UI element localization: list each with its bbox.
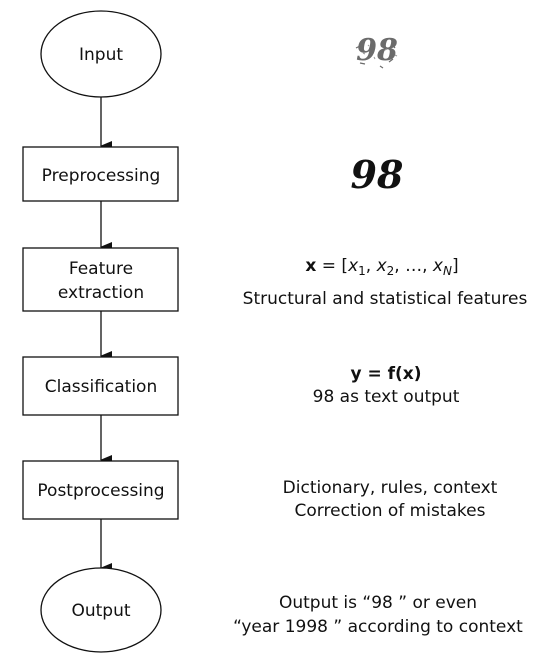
preprocessing-label: Preprocessing: [42, 166, 161, 186]
feature-vector-formula: x = [x1, x2, …, xN]: [305, 256, 458, 278]
classification-formula: y = f(x): [350, 364, 421, 384]
feature-extraction-node: Feature extraction: [22, 247, 179, 312]
feature-extraction-label-line1: Feature: [69, 259, 133, 279]
preprocessed-digits: 98: [351, 152, 404, 197]
feature-extraction-label-line2: extraction: [58, 283, 144, 303]
postprocessing-note-line1: Dictionary, rules, context: [283, 478, 498, 498]
feature-caption: Structural and statistical features: [243, 289, 528, 309]
postprocessing-node: Postprocessing: [22, 460, 179, 520]
preprocessing-node: Preprocessing: [22, 146, 179, 202]
input-image-digits: 98: [356, 33, 398, 68]
classification-label: Classification: [45, 377, 157, 397]
input-node: Input: [40, 10, 162, 98]
classification-caption: 98 as text output: [313, 387, 460, 407]
output-note-line2: “year 1998 ” according to context: [233, 617, 523, 637]
output-label: Output: [71, 601, 130, 621]
output-note-line1: Output is “98 ” or even: [279, 593, 477, 613]
input-label: Input: [79, 45, 123, 65]
classification-node: Classification: [22, 356, 179, 416]
input-image-scribble: 98: [355, 33, 398, 69]
postprocessing-label: Postprocessing: [37, 481, 164, 501]
output-node: Output: [40, 567, 162, 653]
postprocessing-note-line2: Correction of mistakes: [295, 501, 486, 521]
